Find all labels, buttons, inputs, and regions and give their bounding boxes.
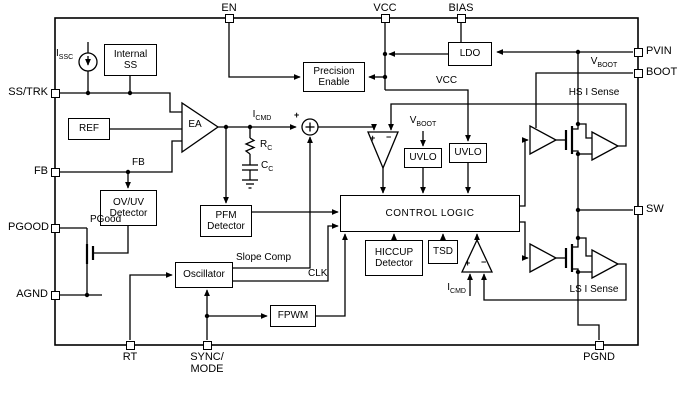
block-pfm-detector: PFM Detector [200,205,252,237]
pin-label-ss-trk: SS/TRK [8,86,48,98]
pin-vcc [380,13,390,23]
pin-agnd [50,290,60,300]
net-label-pgood: PGood [90,214,122,225]
net-label-icmd-top: ICMD [252,109,272,122]
ls-comparator-minus: − [481,257,487,267]
block-ldo: LDO [448,42,492,66]
pin-pvin [633,47,643,57]
pin-label-en: EN [221,2,237,14]
chip-boundary [54,17,639,346]
block-internal-ss: Internal SS [104,44,157,76]
net-label-clk: CLK [308,268,328,279]
summing-junction [301,118,319,136]
net-label-vboot-boot: VBOOT [590,56,618,69]
pin-label-pvin: PVIN [646,45,672,57]
pin-pgood [50,223,60,233]
ls-current-comparator [460,238,494,273]
pin-label-fb: FB [33,165,48,177]
pwm-comparator-plus: + [370,133,376,143]
net-label-ls-isense: LS I Sense [569,284,619,295]
compensation-resistor [244,137,256,155]
ls-gate-driver [529,242,558,274]
ss-current-source [78,52,98,72]
error-amplifier [181,101,220,154]
block-uvlo-right: UVLO [449,143,487,163]
pin-label-agnd: AGND [16,288,48,300]
net-label-issc: ISSC [56,48,74,61]
net-label-cc: CC [261,160,274,173]
pwm-comparator [367,131,399,170]
hs-sense-amplifier [591,130,620,162]
net-label-rc: RC [260,139,273,152]
block-precision-enable: Precision Enable [303,62,365,92]
block-control-logic: CONTROL LOGIC [340,195,520,232]
net-label-fb: FB [132,157,145,168]
pin-pgnd [594,340,604,350]
block-oscillator: Oscillator [175,262,233,288]
hs-gate-driver [529,124,558,156]
block-uvlo-left: UVLO [404,148,442,168]
pin-label-pgood: PGOOD [8,221,49,233]
net-label-vboot-uvlo: VBOOT [409,115,437,128]
pin-ss-trk [50,88,60,98]
pin-label-boot: BOOT [646,66,678,78]
ground-symbol [242,179,258,189]
pin-label-sync-mode: SYNC/ MODE [190,351,224,375]
pin-sw [633,205,643,215]
block-tsd: TSD [428,240,458,264]
wires [60,23,633,340]
net-label-vcc: VCC [436,75,458,86]
block-fpwm: FPWM [270,305,316,327]
pin-label-sw: SW [646,203,664,215]
pwm-comparator-minus: − [386,132,392,142]
ls-sense-amplifier [591,248,620,280]
summing-junction-plus: + [294,110,300,120]
pin-fb [50,167,60,177]
pin-bias [456,13,466,23]
symbols-layer [78,49,620,319]
pin-rt [125,340,135,350]
block-ref: REF [68,118,110,140]
pin-en [224,13,234,23]
pin-label-pgnd: PGND [583,351,615,363]
net-label-hs-isense: HS I Sense [568,87,620,98]
pin-label-rt: RT [122,351,138,363]
block-hiccup-detector: HICCUP Detector [365,240,423,276]
error-amplifier-label: EA [188,119,202,130]
net-label-icmd-bottom: ICMD [447,282,466,295]
pin-label-bias: BIAS [448,2,474,14]
block-ov-uv-detector: OV/UV Detector [100,190,157,226]
ls-comparator-plus: + [465,258,471,268]
pin-boot [633,68,643,78]
pin-label-vcc: VCC [373,2,397,14]
pin-sync-mode [202,340,212,350]
net-label-slope-comp: Slope Comp [236,252,292,263]
